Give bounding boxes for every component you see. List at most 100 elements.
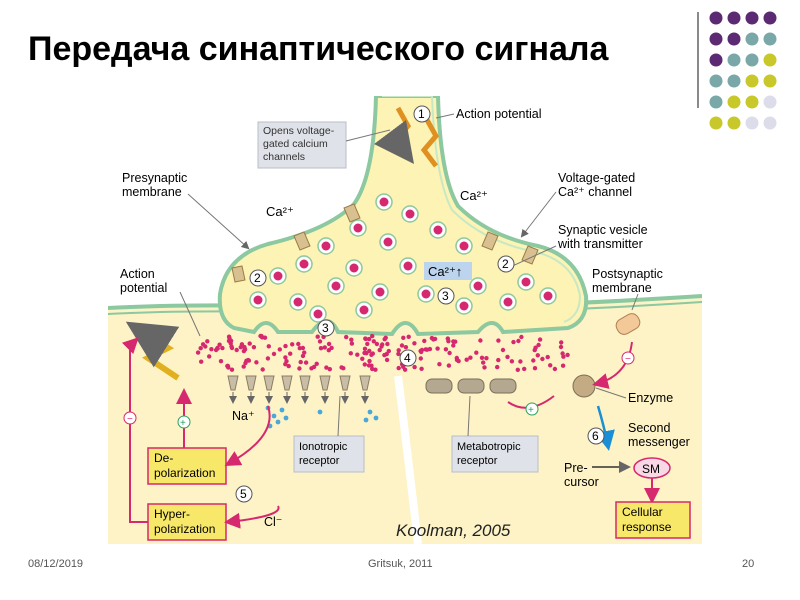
transmitter-molecule — [362, 350, 367, 356]
ionotropic-channel — [281, 375, 293, 391]
transmitter-molecule — [427, 346, 433, 352]
decor-dot — [763, 11, 777, 25]
transmitter-molecule — [540, 356, 545, 362]
transmitter-molecule — [303, 360, 309, 365]
transmitter-molecule — [245, 357, 251, 363]
transmitter-molecule — [226, 338, 232, 344]
depolarization-label: De- polarization — [154, 451, 215, 480]
vesicle-transmitter — [405, 209, 415, 219]
transmitter-molecule — [349, 337, 354, 342]
transmitter-molecule — [453, 339, 458, 344]
step-5: 5 — [240, 487, 247, 501]
transmitter-molecule — [367, 348, 372, 354]
transmitter-molecule — [254, 360, 259, 365]
transmitter-molecule — [533, 345, 538, 350]
synaptic-vesicles — [249, 193, 557, 323]
decor-dot — [709, 74, 723, 88]
vesicle-transmitter — [383, 237, 393, 247]
transmitter-molecule — [516, 338, 521, 344]
transmitter-molecule — [266, 344, 271, 349]
ca-center-label: Ca²⁺↑ — [428, 264, 462, 279]
transmitter-molecule — [429, 335, 435, 341]
decor-dot — [745, 116, 759, 130]
transmitter-molecule — [468, 355, 473, 360]
transmitter-molecule — [265, 356, 271, 361]
transmitter-molecules — [195, 333, 570, 372]
transmitter-molecule — [505, 354, 510, 360]
transmitter-molecule — [271, 351, 277, 357]
transmitter-molecule — [406, 334, 411, 339]
postsynaptic-receptor — [615, 313, 641, 335]
transmitter-molecule — [348, 351, 353, 356]
ion-dot — [283, 415, 289, 421]
vesicle-transmitter — [543, 291, 553, 301]
voltage-gated-label: Voltage-gated Ca²⁺ channel — [558, 171, 639, 199]
transmitter-molecule — [317, 339, 323, 344]
transmitter-molecule — [283, 355, 288, 360]
transmitter-molecule — [298, 359, 303, 365]
decor-dot — [709, 11, 723, 25]
terminal-inner-membrane — [382, 96, 582, 323]
transmitter-molecule — [371, 339, 376, 344]
transmitter-molecule — [412, 364, 417, 370]
transmitter-molecule — [422, 338, 427, 344]
vesicle-transmitter — [313, 309, 323, 319]
vesicle-transmitter — [473, 281, 483, 291]
transmitter-molecule — [241, 364, 246, 369]
transmitter-molecule — [349, 341, 355, 346]
transmitter-molecule — [419, 366, 424, 371]
decor-dot — [727, 95, 741, 109]
ion-dot — [363, 417, 369, 423]
footer-author: Gritsuk, 2011 — [368, 558, 433, 570]
decor-dot — [709, 95, 723, 109]
sm-label: SM — [642, 462, 660, 476]
decor-dot — [763, 53, 777, 67]
transmitter-molecule — [207, 354, 212, 359]
transmitter-molecule — [327, 367, 332, 372]
transmitter-molecule — [290, 342, 295, 347]
action-potential-left-label: Action potential — [120, 267, 167, 295]
transmitter-molecule — [365, 341, 370, 347]
transmitter-molecule — [362, 346, 368, 351]
transmitter-molecule — [454, 357, 460, 363]
ionotropic-channel — [263, 375, 275, 391]
step-3a: 3 — [442, 289, 449, 303]
transmitter-molecule — [532, 366, 538, 371]
transmitter-molecule — [511, 339, 516, 345]
action-potential-top-label: Action potential — [456, 107, 541, 121]
transmitter-molecule — [478, 338, 483, 343]
transmitter-molecule — [396, 348, 401, 353]
transmitter-molecule — [519, 334, 524, 340]
enzyme-circle — [572, 374, 596, 398]
transmitter-molecule — [283, 343, 288, 349]
metabotropic-label: Metabotropic receptor — [457, 441, 524, 467]
vesicle-transmitter — [403, 261, 413, 271]
cellular-response-box — [615, 501, 691, 539]
transmitter-molecule — [377, 347, 382, 353]
vesicle-transmitter — [331, 281, 341, 291]
decor-dot — [745, 95, 759, 109]
transmitter-molecule — [451, 343, 456, 348]
svg-text:+: + — [180, 418, 186, 429]
hyperpolarization-box — [147, 503, 227, 541]
ionotropic-channel — [299, 375, 311, 391]
vesicle-transmitter — [273, 271, 283, 281]
depolarization-box — [147, 447, 227, 485]
footer-date: 08/12/2019 — [28, 558, 84, 570]
transmitter-molecule — [218, 359, 224, 364]
transmitter-molecule — [535, 353, 540, 358]
transmitter-molecule — [552, 366, 558, 372]
vesicle-transmitter — [503, 297, 513, 307]
decor-dot — [727, 116, 741, 130]
transmitter-molecule — [229, 367, 235, 372]
transmitter-molecule — [385, 341, 390, 347]
transmitter-molecule — [382, 337, 387, 342]
action-potential-zigzag-right — [420, 116, 440, 168]
hyperpolarization-label: Hyper- polarization — [154, 507, 215, 536]
transmitter-molecule — [242, 344, 247, 350]
svg-text:+: + — [528, 405, 534, 416]
vesicle-transmitter — [421, 289, 431, 299]
postsynaptic-label: Postsynaptic membrane — [592, 267, 666, 295]
transmitter-molecule — [344, 334, 349, 340]
transmitter-molecule — [374, 341, 380, 347]
